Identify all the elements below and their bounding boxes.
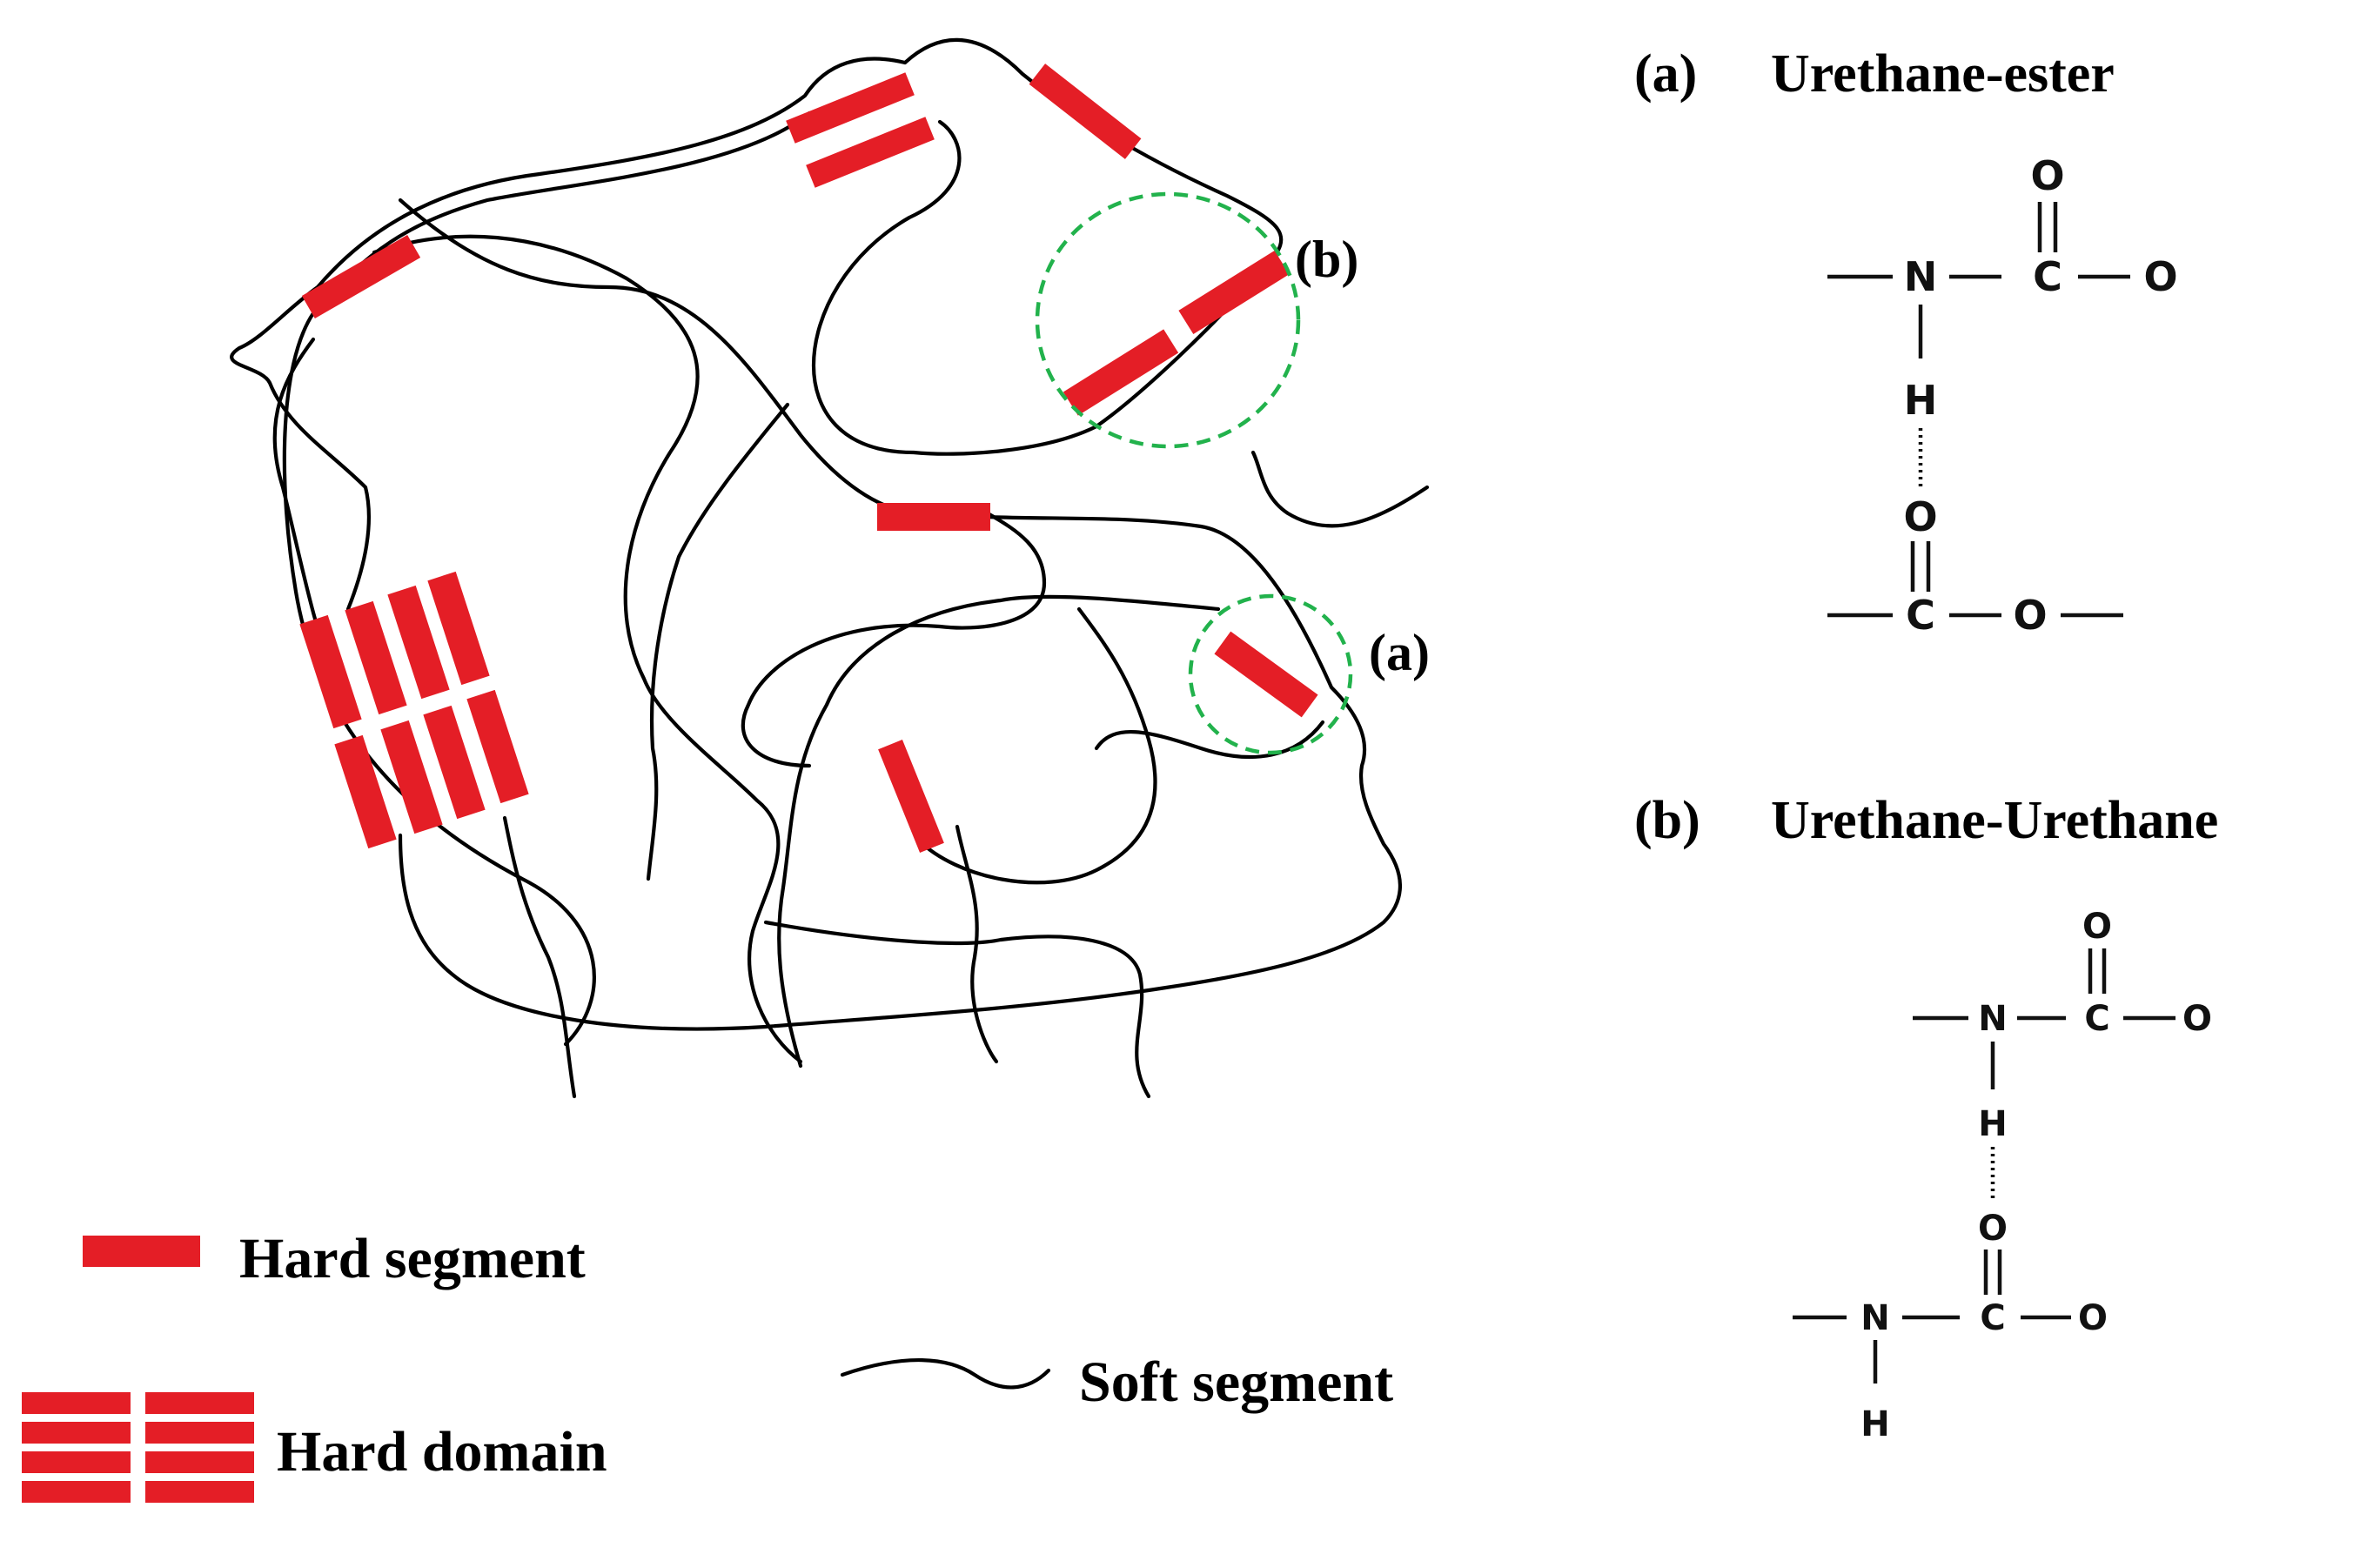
hard-segment <box>1214 631 1318 718</box>
hard-segment <box>878 740 944 853</box>
panel-b-atom-h2: H <box>1860 1404 1889 1444</box>
hard-domain-bar <box>387 585 450 700</box>
legend-hard-domain-bar <box>145 1392 254 1414</box>
soft-segment-chain <box>646 402 790 881</box>
soft-segment-chain <box>282 111 812 1047</box>
panel-a: (a) Urethane-ester N C O O H O C O <box>1634 44 2178 639</box>
legend-hard-domain-bar <box>145 1481 254 1503</box>
soft-segment-chain <box>230 57 908 612</box>
panel-b-atom-c1: C <box>2084 999 2109 1039</box>
soft-segment-chain <box>763 920 1151 1099</box>
hard-domain <box>299 571 529 849</box>
soft-segment-network <box>230 37 1430 1099</box>
legend-hard-domain-bar <box>145 1422 254 1444</box>
legend-hard-domain-bar <box>22 1451 131 1473</box>
panel-b-title: Urethane-Urethane <box>1771 791 2218 850</box>
legend-hard-domain-bar <box>145 1451 254 1473</box>
soft-segment-chain <box>1250 450 1430 528</box>
panel-b-atom-o-side2: O <box>2078 1298 2108 1338</box>
legend-hard-domain-bar <box>22 1481 131 1503</box>
callout-label-b: (b) <box>1295 231 1358 288</box>
hard-segment <box>786 72 915 144</box>
hard-domain-bar <box>334 734 397 849</box>
soft-segment-chain <box>915 606 1157 885</box>
panel-b-tag: (b) <box>1634 791 1700 850</box>
panel-b: (b) Urethane-Urethane N C O O H O N C O … <box>1634 791 2218 1444</box>
hard-segment <box>301 235 421 318</box>
panel-a-atom-o-side1: O <box>2143 253 2177 300</box>
legend-hard-domain-swatch <box>22 1392 254 1503</box>
panel-b-atom-o-double2: O <box>1978 1209 2008 1249</box>
callout-label-a: (a) <box>1369 624 1430 681</box>
soft-segment-chain <box>1094 720 1325 760</box>
hard-domain-bar <box>380 720 443 834</box>
panel-b-atom-o-double1: O <box>2082 907 2112 947</box>
soft-segment-chain <box>777 594 1221 1069</box>
legend-soft-segment-swatch <box>840 1357 1051 1390</box>
soft-segment-chain <box>741 511 1047 768</box>
soft-segment-chain <box>955 824 999 1064</box>
legend: Hard segment Hard domain Soft segment <box>22 1227 1393 1503</box>
panel-a-atom-o-double1: O <box>2030 152 2064 199</box>
soft-segment-chain <box>398 198 1403 1031</box>
hard-segment <box>877 503 990 531</box>
hard-domain-bar <box>345 600 407 715</box>
legend-hard-domain-bar <box>22 1392 131 1414</box>
hard-domain-bar <box>466 689 529 804</box>
panel-a-atom-c1: C <box>2033 253 2062 300</box>
panel-b-atom-o-side1: O <box>2182 999 2212 1039</box>
panel-a-atom-o-side2: O <box>2013 592 2047 639</box>
legend-hard-segment-swatch <box>83 1236 200 1267</box>
panel-b-atom-n2: N <box>1860 1298 1889 1338</box>
hard-segment <box>1029 64 1142 159</box>
panel-b-atom-n1: N <box>1978 999 2007 1039</box>
panel-a-atom-o-double2: O <box>1903 493 1937 540</box>
panel-b-atom-h1: H <box>1978 1104 2007 1144</box>
panel-a-atom-c2: C <box>1906 592 1935 639</box>
highlight-ring-b <box>1035 191 1301 449</box>
panel-a-atom-n: N <box>1904 253 1938 300</box>
hard-segments <box>301 64 1318 853</box>
soft-segment-chain <box>372 234 803 1064</box>
soft-segment-chain <box>502 815 577 1099</box>
legend-hard-domain-label: Hard domain <box>277 1420 607 1484</box>
legend-soft-segment-label: Soft segment <box>1079 1350 1393 1414</box>
hard-segment <box>806 117 935 188</box>
panel-a-atom-h: H <box>1904 377 1938 424</box>
legend-hard-domain-bar <box>22 1422 131 1444</box>
hard-segment <box>1178 250 1290 335</box>
hard-domain-bar <box>299 614 362 729</box>
panel-b-atom-c2: C <box>1980 1298 2005 1338</box>
hard-domain-bar <box>423 705 486 820</box>
legend-hard-segment-label: Hard segment <box>239 1227 586 1290</box>
hard-segment <box>1063 329 1179 416</box>
highlight-ring-a <box>1188 593 1353 755</box>
panel-a-tag: (a) <box>1634 44 1697 104</box>
panel-a-title: Urethane-ester <box>1771 44 2115 104</box>
hard-domain-bar <box>427 571 490 686</box>
